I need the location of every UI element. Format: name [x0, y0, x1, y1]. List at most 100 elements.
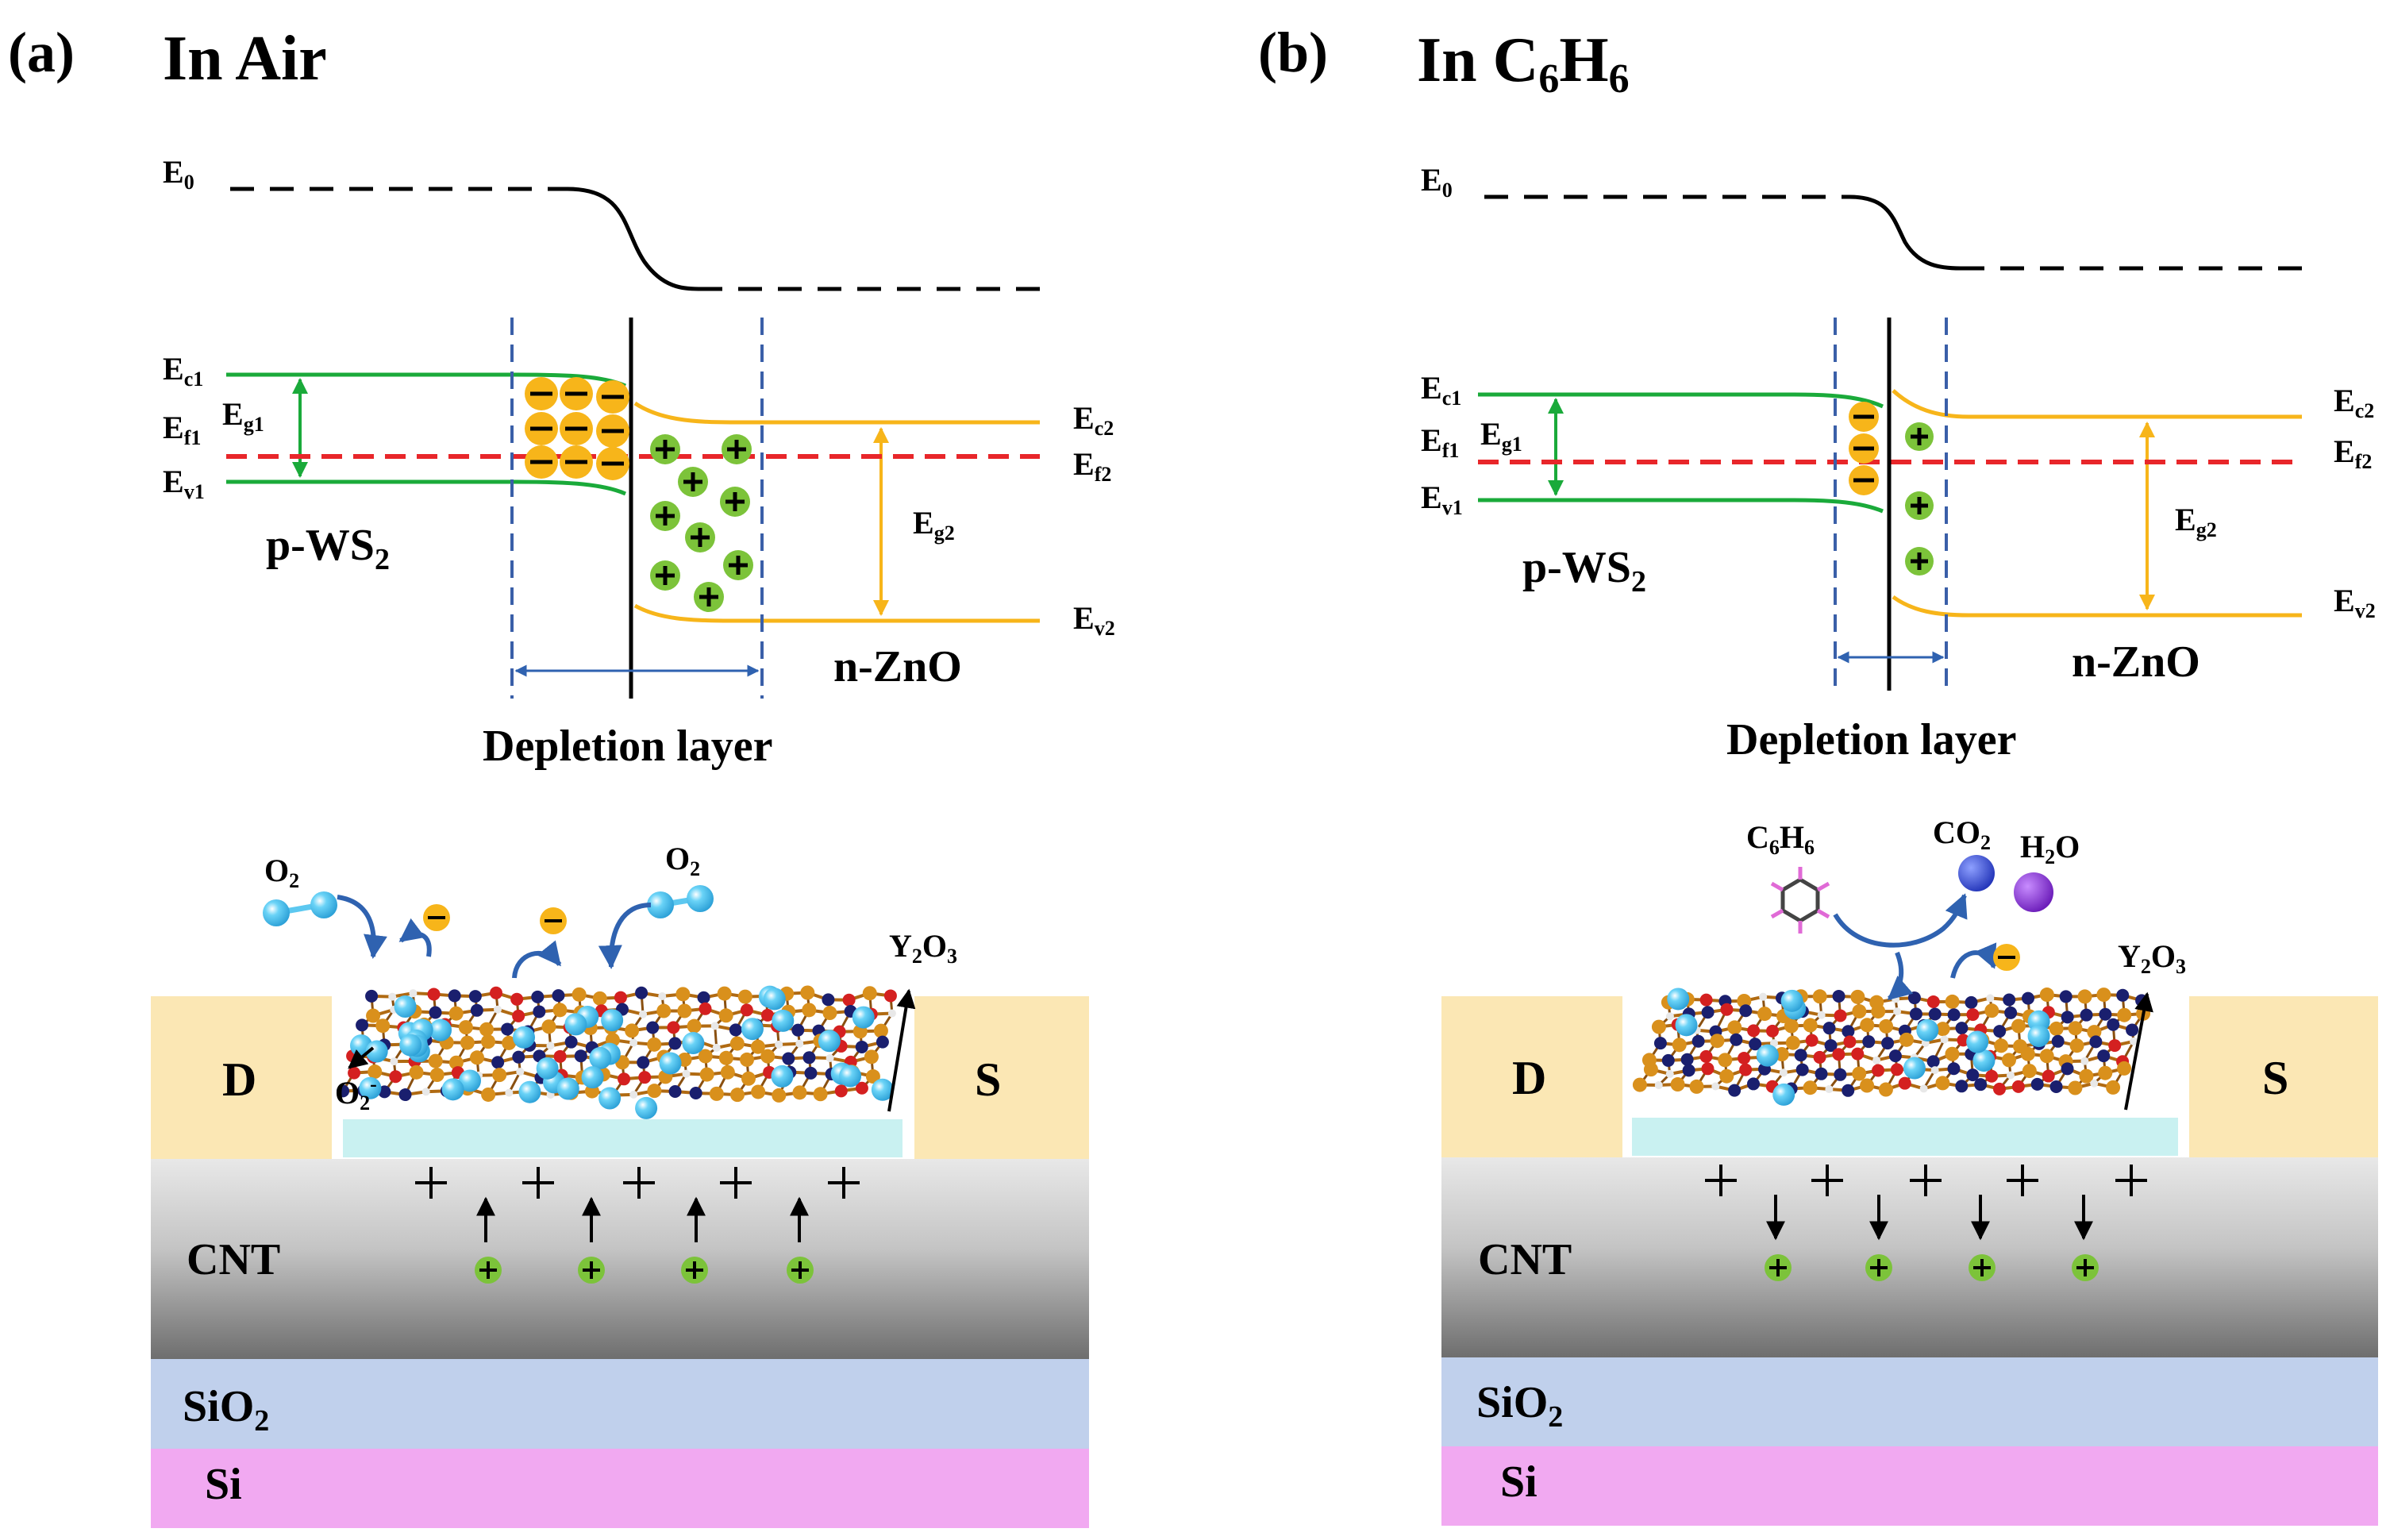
zno-valence-band [1892, 595, 2302, 618]
electron-release-arrow [1950, 942, 1997, 979]
label-Ec1: Ec1 [163, 351, 203, 391]
sio2-label: SiO2 [1476, 1378, 1563, 1434]
panel-b-electrons [1849, 402, 1879, 495]
adsorbed-oxygen-atom [589, 1046, 612, 1069]
zno-conduction-band [1892, 389, 2302, 419]
lattice-atom [2107, 1018, 2120, 1031]
lattice-atom [1653, 1037, 1667, 1050]
lattice-atom [1945, 994, 1960, 1009]
lattice-atom [2049, 1080, 2063, 1093]
lattice-atom [647, 1037, 662, 1052]
lattice-atom [689, 1087, 702, 1100]
lattice-atom [1720, 1003, 1734, 1016]
lattice-atom [592, 991, 607, 1006]
lattice-atom [1785, 1035, 1800, 1050]
lattice-atom [751, 1039, 765, 1054]
lattice-atom [2080, 1057, 2089, 1065]
lattice-atom [1701, 1062, 1715, 1076]
zno-valence-band [633, 603, 1040, 623]
lattice-atom [737, 989, 752, 1004]
label-Ev1: Ev1 [1421, 479, 1463, 519]
co2-label: CO2 [1933, 814, 1991, 854]
lattice-atom [2090, 1079, 2099, 1088]
lattice-atom [348, 1066, 361, 1080]
lattice-atom [448, 1055, 464, 1070]
lattice-atom [1843, 1035, 1857, 1049]
lattice-atom [1632, 1077, 1647, 1092]
lattice-atom [826, 1053, 834, 1062]
cnt-label: CNT [1478, 1235, 1572, 1284]
lattice-atom [1651, 1019, 1666, 1034]
lattice-atom [822, 993, 835, 1007]
hole [720, 487, 750, 517]
lattice-atom [1834, 1009, 1847, 1022]
lattice-atom [388, 992, 397, 1001]
electron [596, 447, 629, 480]
hole [1905, 422, 1934, 451]
hole [723, 550, 753, 580]
y2o3-pointer-arrow [887, 988, 916, 1112]
lattice-atom [802, 1051, 816, 1065]
lattice-atom [873, 1023, 888, 1038]
si-layer [151, 1449, 1089, 1528]
plus-sign [828, 1167, 860, 1199]
lattice-atom [1965, 995, 1978, 1009]
panel-a-device: D S CNT SiO2 Si [151, 841, 1089, 1528]
label-Ef1: Ef1 [1421, 422, 1459, 462]
adsorbed-oxygen-atom [1780, 989, 1803, 1012]
lattice-atom [1993, 1025, 2007, 1038]
lattice-atom [481, 1087, 496, 1102]
lattice-atom [541, 1019, 556, 1034]
lattice-atom [375, 1018, 391, 1034]
lattice-atom [741, 1071, 756, 1086]
plus-sign [2007, 1165, 2038, 1196]
y2o3-pointer-arrow [2124, 991, 2153, 1111]
lattice-atom [2116, 988, 2130, 1002]
lattice-atom [697, 991, 710, 1004]
plus-sign [1811, 1165, 1843, 1196]
drain-label: D [222, 1053, 256, 1106]
lattice-atom [448, 989, 461, 1003]
plus-sign [1910, 1165, 1942, 1196]
lattice-atom [2011, 1018, 2026, 1034]
lattice-atom [2077, 989, 2092, 1004]
plus-sign [2115, 1165, 2147, 1196]
electron [423, 904, 450, 931]
lattice-atom [1730, 1033, 1743, 1046]
label-Ef1: Ef1 [163, 410, 201, 449]
y2o3-label: Y2O3 [2118, 938, 2186, 978]
adsorbed-oxygen-atom [394, 995, 417, 1018]
lattice-atom [2099, 1007, 2112, 1021]
adsorbed-oxygen-atom [564, 1013, 587, 1036]
lattice-atom [668, 1084, 682, 1098]
hole [2072, 1254, 2099, 1281]
lattice-atom [658, 991, 667, 1000]
label-Ev2: Ev2 [1073, 600, 1115, 640]
adsorbed-oxygen-atom [659, 1052, 682, 1075]
lattice-atom [668, 1037, 682, 1050]
electron [1993, 944, 2020, 971]
lattice-atom [1832, 1048, 1845, 1061]
lattice-atoms [337, 985, 897, 1119]
adsorbed-oxygen-atom [601, 1009, 624, 1032]
lattice-atom [1770, 1039, 1778, 1048]
electron [1849, 402, 1879, 432]
lattice-atom [546, 1041, 555, 1050]
lattice-atom [1691, 1034, 1705, 1048]
lattice-atom [2130, 1037, 2138, 1045]
adsorbed-oxygen-atom [818, 1030, 841, 1053]
lattice-atom [710, 1022, 719, 1030]
lattice-atom [656, 1003, 672, 1018]
lattice-atom [800, 985, 815, 1000]
panel-a-holes [650, 434, 753, 612]
lattice-atom [1718, 1053, 1733, 1068]
lattice-atom [429, 1068, 445, 1083]
label-Eg2: Eg2 [913, 505, 955, 545]
adsorbed-oxygen-atom [598, 1087, 622, 1110]
panel-a-electrons [525, 377, 629, 480]
lattice-atom [2061, 1011, 2074, 1024]
lattice-atom [2059, 990, 2072, 1003]
hole [678, 467, 708, 497]
lattice-atom [2108, 1039, 2122, 1053]
